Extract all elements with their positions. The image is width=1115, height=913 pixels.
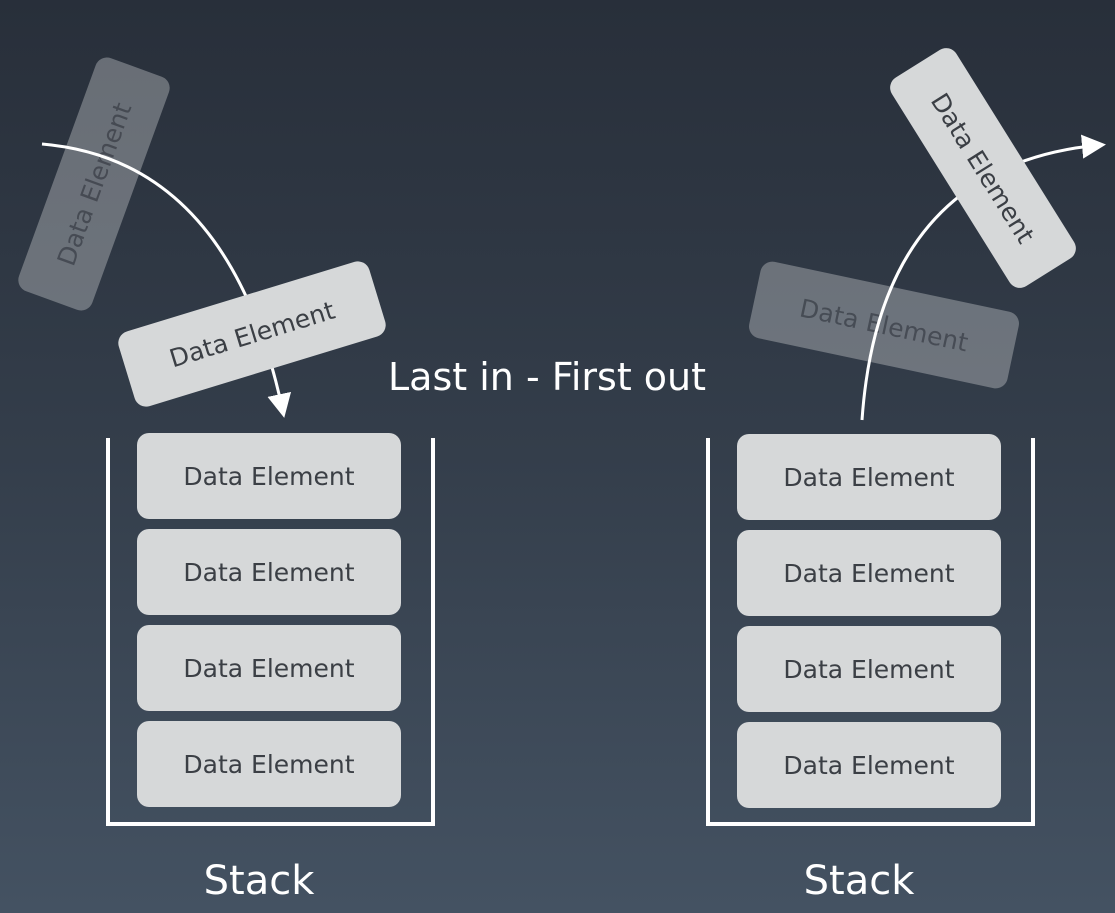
left-stack-item: Data Element	[137, 529, 401, 615]
right-stack-label: Stack	[803, 858, 915, 904]
right-stack-item: Data Element	[737, 530, 1001, 616]
right-stack-item: Data Element	[737, 626, 1001, 712]
left-stack-item: Data Element	[137, 433, 401, 519]
pop-arrow	[860, 134, 1106, 421]
left-stack-container	[106, 438, 435, 826]
left-stack-label: Stack	[203, 858, 315, 904]
left-stack-item: Data Element	[137, 625, 401, 711]
right-stack-item: Data Element	[737, 434, 1001, 520]
left-stack-item: Data Element	[137, 721, 401, 807]
caption-lifo: Last in - First out	[388, 355, 707, 399]
right-stack-item: Data Element	[737, 722, 1001, 808]
right-stack-container	[706, 438, 1035, 826]
